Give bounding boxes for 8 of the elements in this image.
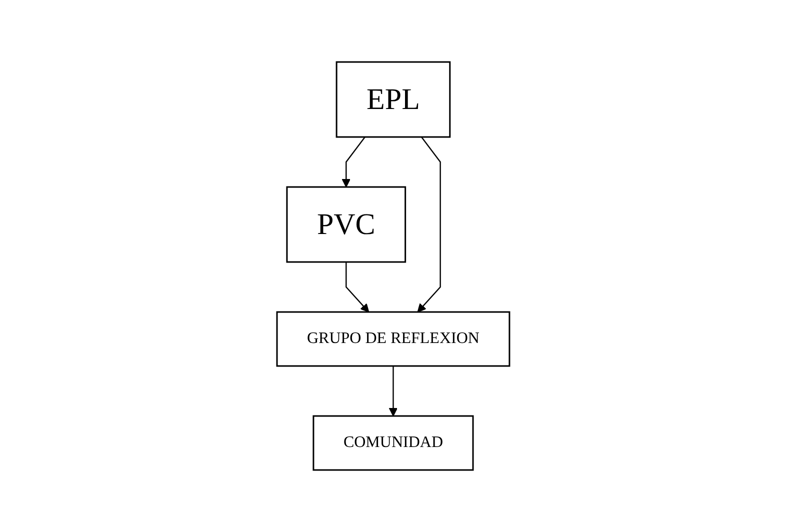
arrow: [388, 366, 398, 416]
arrow: [345, 262, 369, 312]
node-box: GRUPO DE REFLEXION: [276, 310, 510, 366]
node-box: EPL: [336, 60, 450, 138]
node-box: COMUNIDAD: [312, 414, 474, 470]
node-box: PVC: [286, 186, 406, 262]
arrow: [417, 136, 441, 312]
arrow: [342, 136, 366, 187]
